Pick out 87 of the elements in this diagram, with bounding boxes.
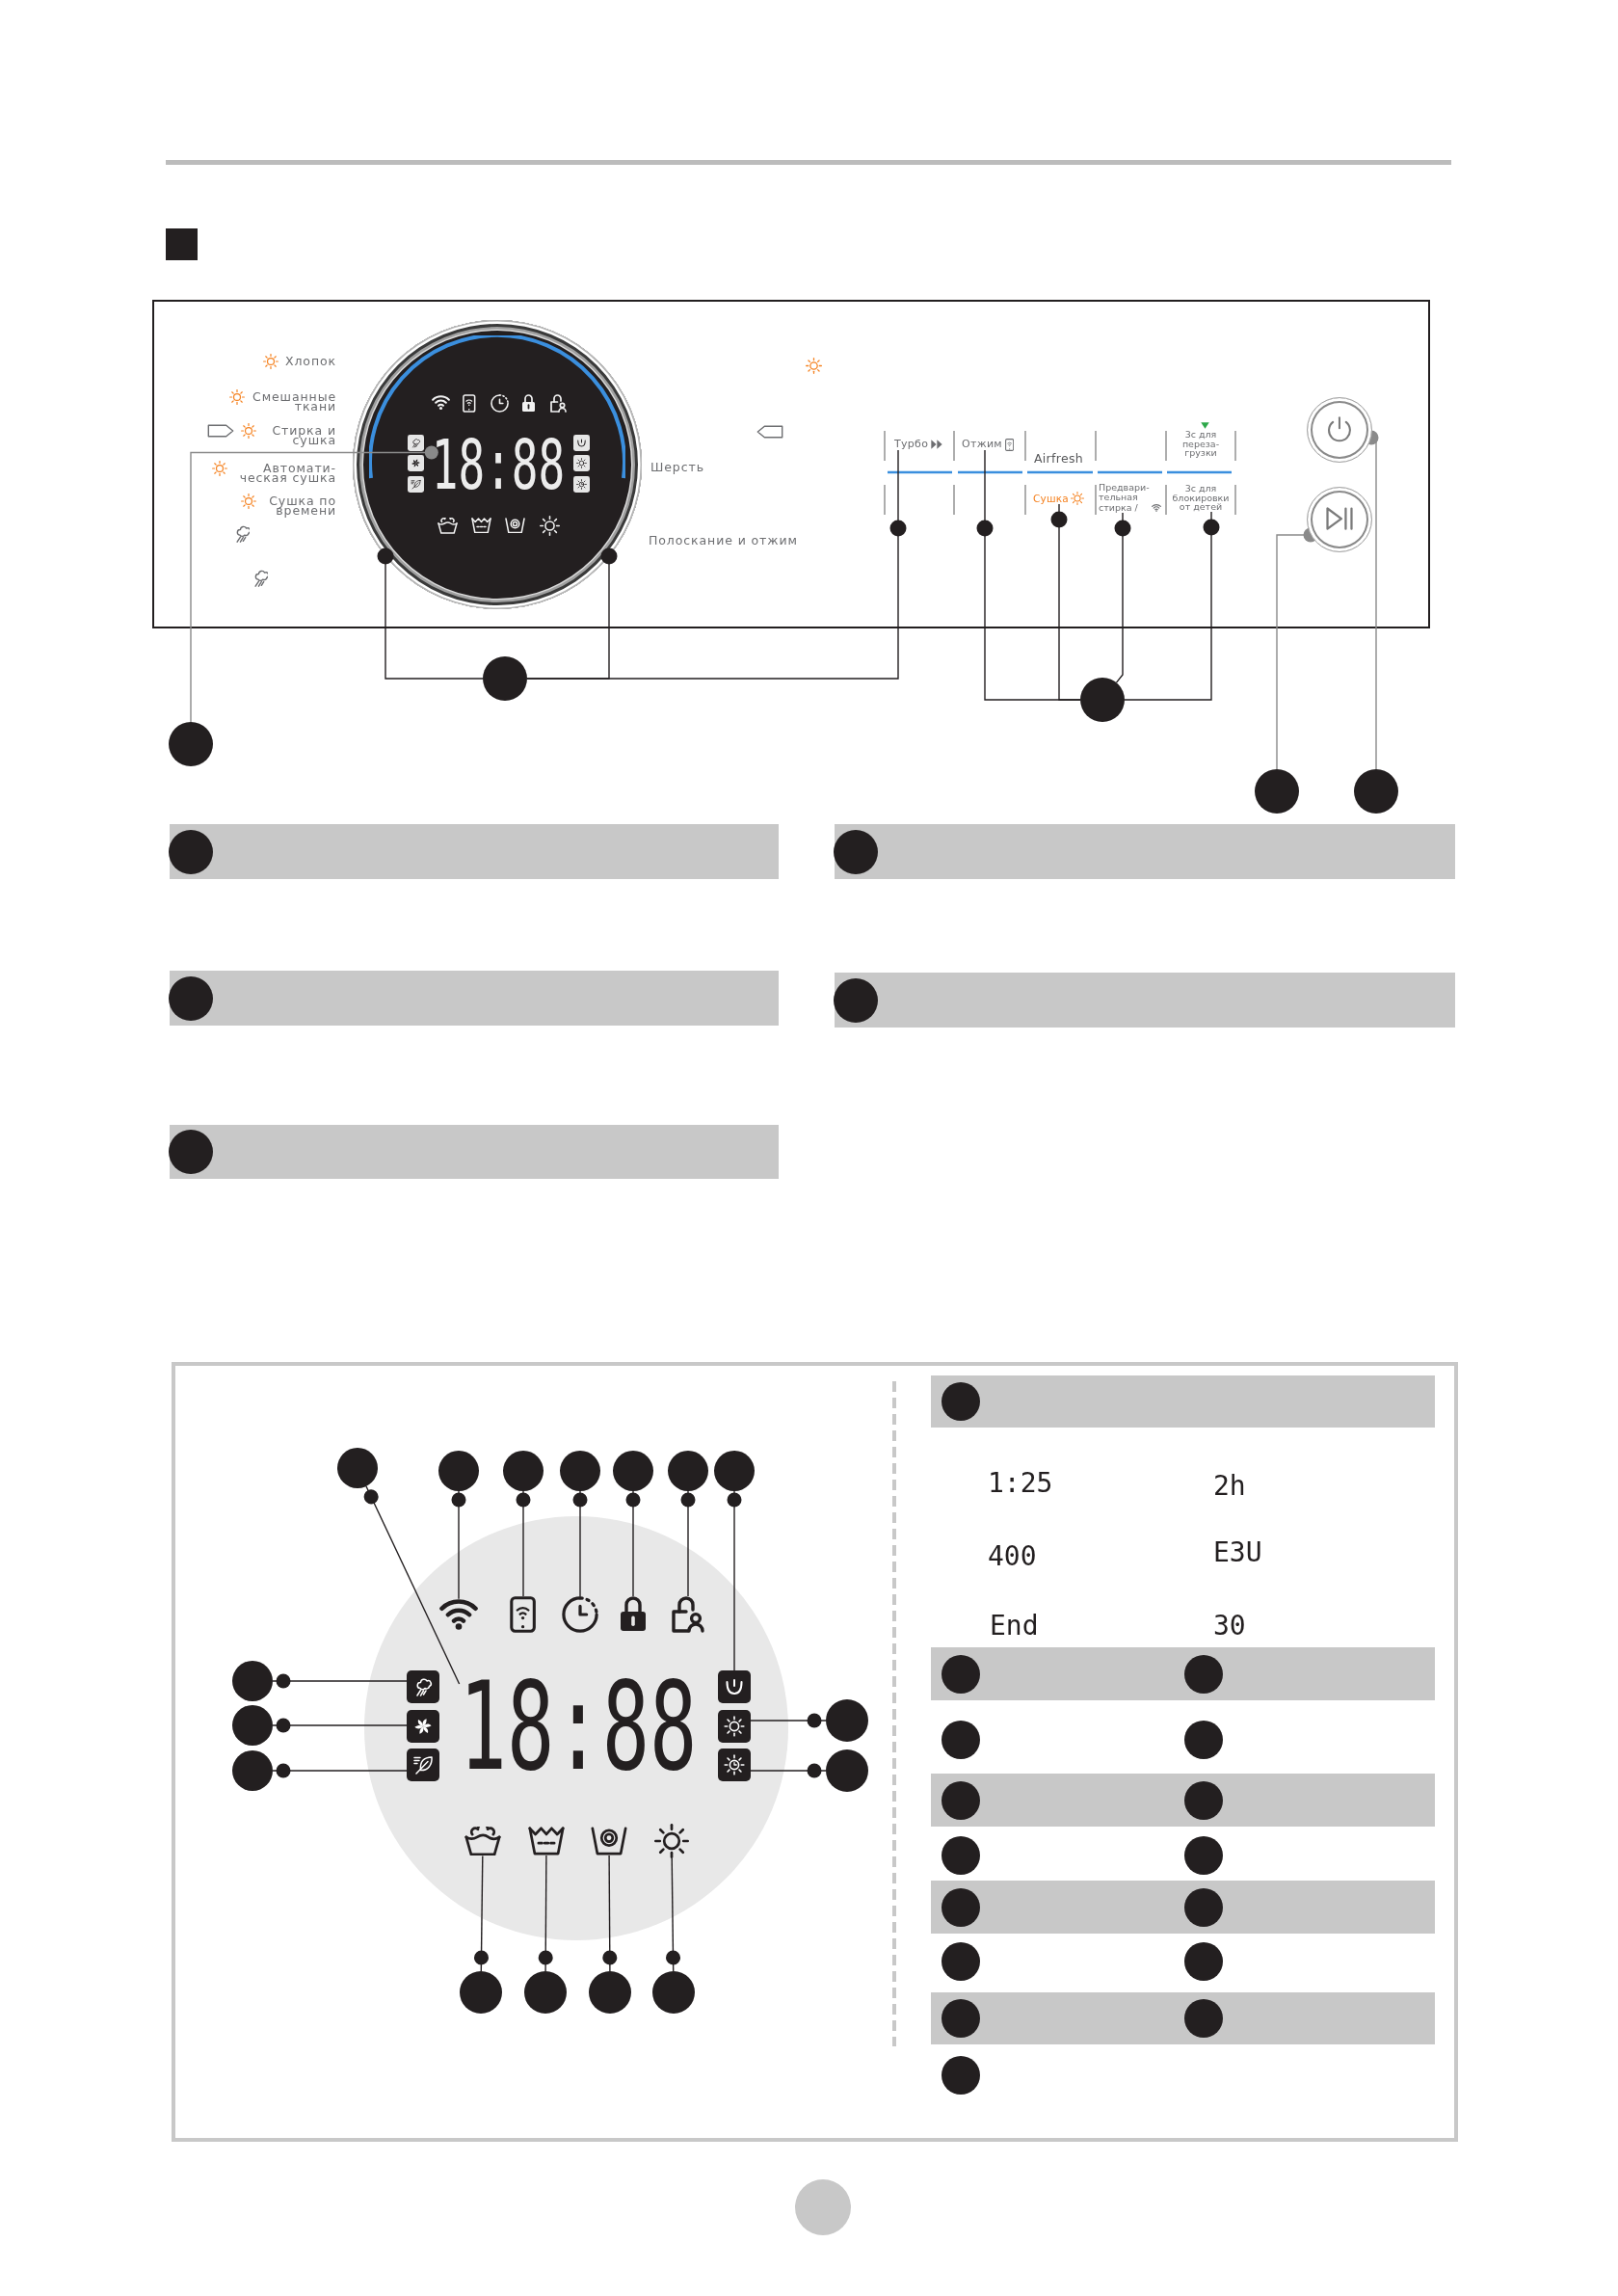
key-label: Отжим	[962, 439, 1002, 450]
callout-marker	[232, 1661, 273, 1701]
program-label: Смешанные ткани	[252, 391, 336, 414]
callout-marker	[503, 1451, 544, 1491]
leader-line	[666, 1857, 680, 1972]
leader-line	[451, 1490, 466, 1600]
key-label: Турбо	[894, 439, 929, 450]
leader-line	[363, 1485, 461, 1685]
key-label: 3с для блокировки от детей	[1170, 484, 1232, 512]
display-code: 400	[988, 1543, 1037, 1570]
leader-line	[680, 1490, 696, 1597]
timer-icon	[562, 1596, 598, 1633]
leader-line	[516, 1490, 531, 1597]
key-label: Предвари- тельная стирка /	[1099, 482, 1150, 513]
segment-digits: 18:88	[459, 1666, 698, 1789]
display-code: End	[990, 1613, 1039, 1640]
sun-clock-icon	[718, 1749, 751, 1781]
program-label: Стирка и сушка	[271, 425, 336, 447]
callout-marker	[460, 1971, 502, 2014]
callout-marker	[942, 1836, 980, 1875]
callout-marker	[826, 1749, 868, 1792]
leader-line	[625, 1490, 641, 1597]
wifi-icon	[439, 1598, 478, 1631]
leader-line	[526, 449, 907, 680]
callout-marker	[613, 1451, 653, 1491]
display-code: 30	[1213, 1613, 1246, 1640]
callout-marker	[337, 1448, 378, 1488]
sun-icon	[654, 1824, 689, 1858]
leader-line	[377, 547, 484, 680]
leader-line	[727, 1490, 742, 1671]
tablet-wifi-icon	[510, 1596, 537, 1633]
callout-marker	[169, 722, 213, 766]
callout-marker	[1184, 1721, 1223, 1759]
program-label: Шерсть	[650, 462, 704, 473]
callout-marker	[438, 1451, 479, 1491]
leader-line	[1114, 512, 1131, 683]
callout-marker	[942, 2056, 980, 2095]
display-code: E3U	[1213, 1539, 1262, 1566]
basin-spiral-icon	[591, 1827, 627, 1855]
callout-marker	[1255, 769, 1299, 814]
callout-marker	[942, 1721, 980, 1759]
leader-line	[1050, 503, 1081, 701]
leader-line	[272, 1718, 408, 1733]
leader-line	[572, 1490, 588, 1597]
display-code: 2h	[1213, 1473, 1246, 1500]
leader-line	[190, 445, 438, 723]
leader-line	[538, 1855, 553, 1972]
basin-bubbles-icon	[464, 1826, 501, 1856]
callout-marker	[232, 1750, 273, 1791]
callout-marker	[1184, 1942, 1223, 1981]
segment-digits: 18:88	[431, 430, 566, 499]
program-label: Автомати- ческая сушка	[238, 463, 336, 485]
leader-line	[1124, 511, 1220, 701]
callout-marker	[652, 1971, 695, 2014]
leader-line	[750, 1713, 827, 1728]
program-label: Сушка по времени	[268, 495, 336, 518]
key-label: 3с для переза- грузки	[1180, 430, 1221, 458]
sun-icon	[718, 1710, 751, 1743]
callout-marker	[1080, 678, 1125, 722]
leader-line	[474, 1855, 489, 1972]
callout-marker	[1184, 1836, 1223, 1875]
lock-icon	[619, 1596, 648, 1633]
program-label: Полоскание и отжим	[649, 535, 798, 547]
leader-line	[602, 1855, 618, 1972]
callout-marker	[668, 1451, 708, 1491]
leaf-icon	[407, 1749, 439, 1781]
key-label: Airfresh	[1034, 451, 1083, 465]
callout-marker	[524, 1971, 567, 2014]
leader-line	[750, 1763, 827, 1778]
callout-marker	[232, 1705, 273, 1746]
basin-waves-icon	[528, 1827, 565, 1855]
callout-marker	[942, 1942, 980, 1981]
leader-line	[272, 1763, 408, 1778]
steam-cloud-icon	[407, 1670, 439, 1703]
key-label: Сушка	[1033, 493, 1069, 504]
callout-marker	[560, 1451, 600, 1491]
callout-marker	[483, 656, 527, 701]
callout-marker	[714, 1451, 755, 1491]
callout-marker	[589, 1971, 631, 2014]
lock-person-icon	[672, 1596, 704, 1633]
fan-icon	[407, 1710, 439, 1743]
callout-marker	[826, 1699, 868, 1742]
display-code: 1:25	[988, 1470, 1053, 1497]
basin-icon	[718, 1670, 751, 1703]
callout-marker	[1354, 769, 1398, 814]
leader-line	[272, 1673, 408, 1689]
program-label: Хлопок	[285, 356, 336, 367]
